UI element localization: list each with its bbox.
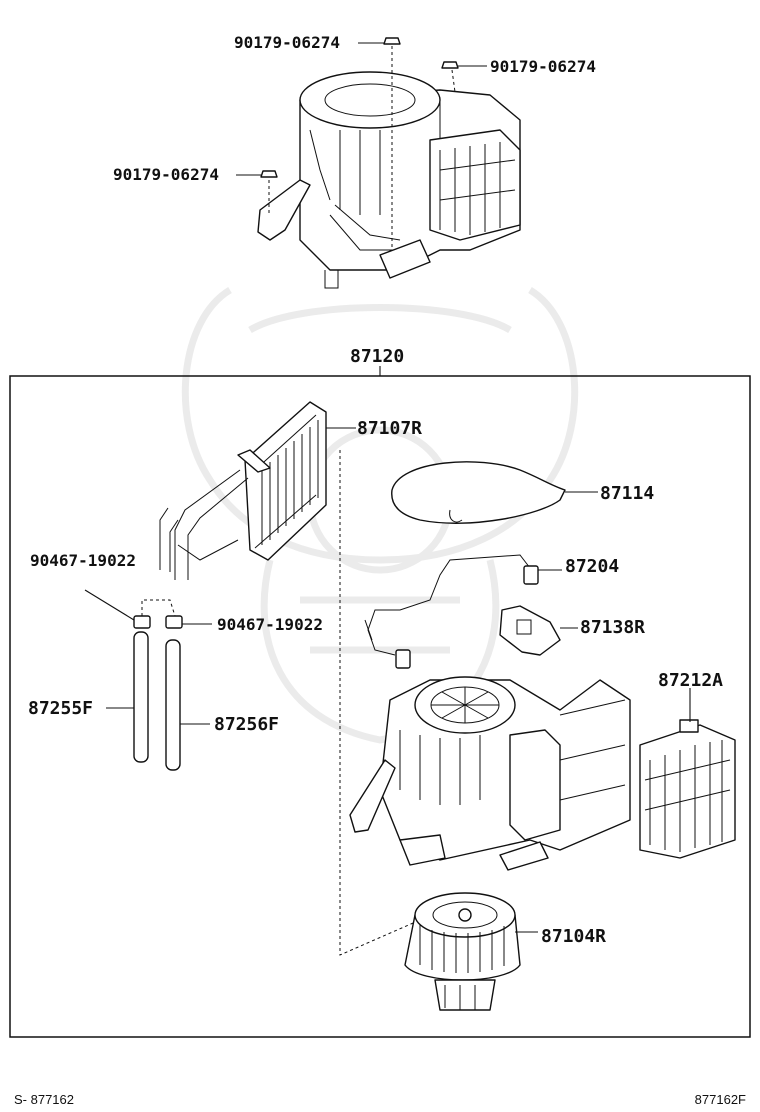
fan-cover [391, 461, 566, 524]
nut-icon [383, 37, 401, 45]
footer-left-code: S- 877162 [14, 1092, 74, 1107]
blower-case [349, 676, 631, 871]
callout-nut-right: 90179-06274 [490, 57, 596, 76]
hose-right [165, 639, 181, 771]
footer-right-code: 877162F [695, 1092, 746, 1107]
callout-cover: 87114 [600, 483, 654, 504]
callout-clamp-left: 90467-19022 [30, 551, 136, 570]
callout-wire: 87204 [565, 556, 619, 577]
callout-servo: 87212A [658, 670, 723, 691]
callout-hose-left: 87255F [28, 698, 93, 719]
nut-icon [441, 61, 459, 69]
clamp-icon [133, 615, 151, 629]
servo-motor [639, 719, 736, 859]
clamp-icon [165, 615, 183, 629]
blower-unit-overview [257, 71, 521, 289]
callout-resistor: 87138R [580, 617, 645, 638]
nut-icon [260, 170, 278, 178]
assembly-frame [9, 375, 751, 1038]
callout-blower-motor: 87104R [541, 926, 606, 947]
wire-harness [364, 554, 539, 669]
callout-assembly: 87120 [350, 346, 404, 367]
blower-motor [404, 892, 521, 1011]
blower-resistor [499, 605, 561, 656]
callout-hose-right: 87256F [214, 714, 279, 735]
callout-nut-top: 90179-06274 [234, 33, 340, 52]
heater-core [159, 401, 327, 580]
callout-nut-left: 90179-06274 [113, 165, 219, 184]
hose-left [133, 631, 149, 763]
callout-clamp-right: 90467-19022 [217, 615, 323, 634]
callout-heater-core: 87107R [357, 418, 422, 439]
